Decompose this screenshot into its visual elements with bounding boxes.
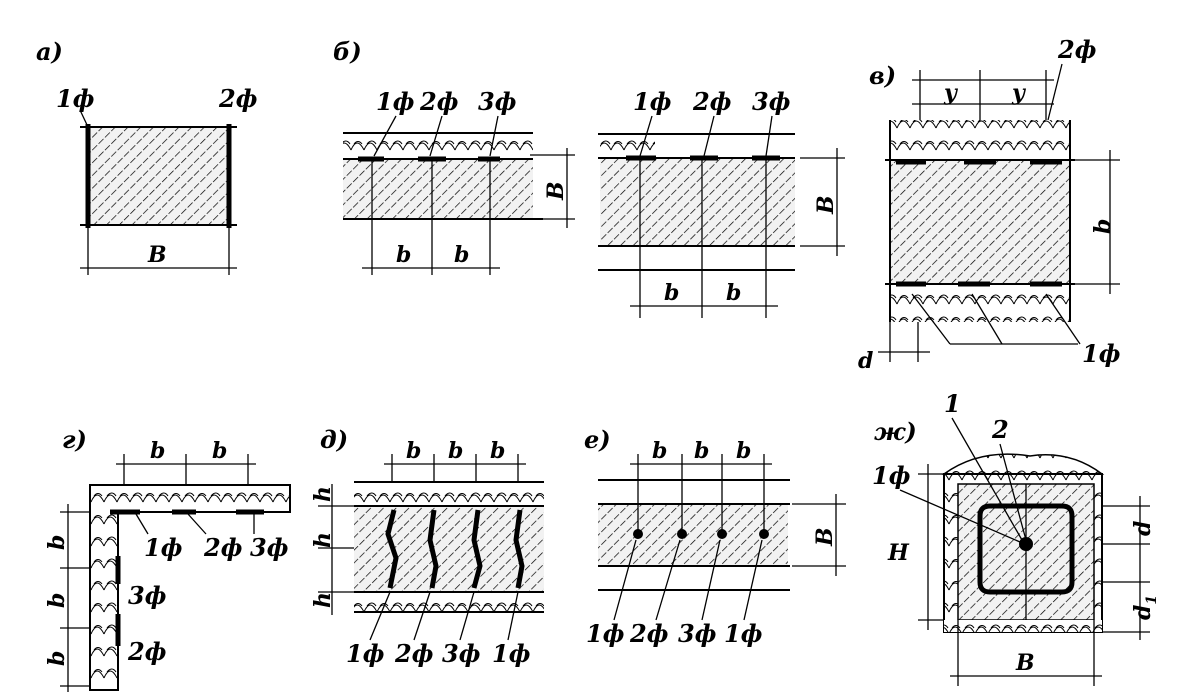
phase-label: 1ф [633, 87, 671, 116]
spacing-label: b [44, 535, 70, 550]
phase-label: 3ф [128, 581, 166, 610]
phase-label: 2ф [1057, 35, 1096, 64]
phase-label: 3ф [752, 87, 790, 116]
callout-2: 2 [991, 415, 1009, 444]
height-label: B [543, 181, 569, 201]
phase-label: 1ф [492, 639, 530, 668]
phase-label: 3ф [478, 87, 516, 116]
spacing-label: y [943, 80, 959, 106]
phase-label: 1ф [376, 87, 414, 116]
height-label: H [887, 540, 910, 566]
phase-label: 2ф [419, 87, 458, 116]
panel-b-letter: б) [333, 37, 362, 66]
panel-a-letter: а) [36, 37, 63, 66]
spacing-label: b [44, 593, 70, 608]
spacing-label: b [694, 438, 709, 464]
phase-label: 1ф [872, 461, 910, 490]
spacing-label: b [396, 242, 411, 268]
spacing-label: b [736, 438, 751, 464]
concrete-slab [343, 159, 533, 219]
phase-label: 2ф [218, 84, 257, 113]
electrode-rod [471, 509, 483, 589]
concrete-slab [598, 504, 788, 566]
phase-label: 2ф [629, 619, 668, 648]
phase-label: 2ф [692, 87, 731, 116]
phase-label: 3ф [442, 639, 480, 668]
electrode-point [633, 529, 643, 539]
spacing-label: b [448, 438, 463, 464]
height-label: b [1090, 219, 1116, 234]
reinforcement-cage [977, 503, 1075, 595]
electrode-rod [427, 509, 439, 589]
concrete-slab [890, 160, 1070, 284]
spacing-label: b [406, 438, 421, 464]
phase-label: 1ф [56, 84, 94, 113]
d1-label: d [1130, 605, 1156, 620]
phase-label: 2ф [394, 639, 433, 668]
depth-label: d [1130, 521, 1156, 536]
spacing-label: b [454, 242, 469, 268]
phase-label: 1ф [1082, 339, 1120, 368]
panel-e: е) b b b B 1ф 2ф 3ф 1ф [584, 425, 846, 648]
phase-label: 3ф [250, 533, 288, 562]
concrete-slab [354, 506, 544, 592]
spacing-label: b [652, 438, 667, 464]
electrode-rod [385, 509, 399, 589]
phase-label: 1ф [586, 619, 624, 648]
panel-v-letter: в) [869, 61, 896, 90]
panel-zh: ж) 1 2 1ф H d d1 B [872, 389, 1160, 686]
electrode-rod [513, 509, 525, 589]
depth-label: d1 [1130, 595, 1160, 620]
thickness-label: h [310, 592, 336, 608]
phase-label: 1ф [724, 619, 762, 648]
concrete-block [88, 127, 229, 225]
electrode-point [759, 529, 769, 539]
panel-g: г) b b 1ф 2ф 3ф b b b 3ф 2ф [44, 425, 291, 692]
phase-label: 1ф [346, 639, 384, 668]
height-label: B [812, 527, 838, 547]
panel-v: в) y y 2ф b d 1ф [858, 35, 1120, 374]
callout-1: 1 [944, 389, 961, 418]
panel-zh-letter: ж) [874, 417, 917, 446]
panel-e-letter: е) [584, 425, 611, 454]
phase-label: 2ф [127, 637, 166, 666]
spacing-label: b [490, 438, 505, 464]
spacing-label: b [212, 438, 227, 464]
phase-label: 2ф [203, 533, 242, 562]
panel-g-letter: г) [62, 425, 87, 454]
panel-b-right: 1ф 2ф 3ф b b B [598, 87, 845, 318]
width-label: B [147, 242, 167, 268]
spacing-label: b [44, 651, 70, 666]
height-label: B [813, 195, 839, 215]
concrete-slab [600, 158, 795, 246]
panel-d-letter: д) [320, 425, 348, 454]
panel-b: б) 1ф 2ф 3ф b b B [333, 37, 575, 275]
central-electrode [1019, 537, 1033, 551]
spacing-label: b [726, 280, 741, 306]
spacing-label: b [664, 280, 679, 306]
spacing-label: b [150, 438, 165, 464]
panel-a: а) 1ф 2ф B [36, 37, 257, 275]
depth-label: d [858, 348, 873, 374]
electrode-point [677, 529, 687, 539]
width-label: B [1015, 650, 1035, 676]
spacing-label: y [1011, 80, 1027, 106]
phase-label: 1ф [144, 533, 182, 562]
electrode-point [717, 529, 727, 539]
thickness-label: h [310, 486, 336, 502]
phase-label: 3ф [678, 619, 716, 648]
thickness-label: h [310, 532, 336, 548]
panel-d: д) b b b h h h 1ф 2ф 3ф 1ф [310, 425, 544, 668]
d1-subscript: 1 [1144, 595, 1160, 605]
